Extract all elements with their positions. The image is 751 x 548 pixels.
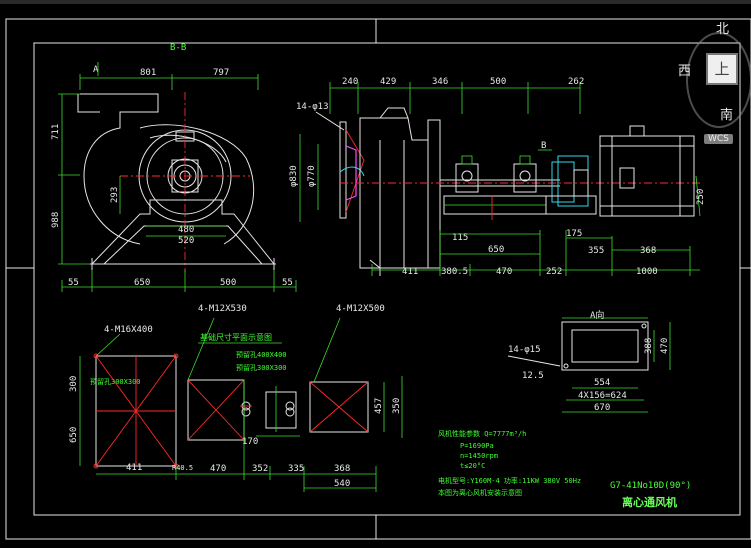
- note-line-2: P=1690Pa: [460, 442, 494, 450]
- dim-base-300: 300: [69, 376, 79, 392]
- label-A-view: A向: [590, 309, 604, 321]
- toolbar-strip: [0, 0, 751, 4]
- dim-base-457: 457: [374, 398, 384, 414]
- dim-side-252: 252: [546, 267, 562, 277]
- note-a: 预留孔400X400: [236, 350, 287, 359]
- dim-side-1000: 1000: [636, 267, 658, 277]
- dim-side-240: 240: [342, 77, 358, 87]
- dim-front-797: 797: [213, 68, 229, 78]
- dim-side-flange-holes: 14-φ13: [296, 102, 329, 112]
- dim-side-830: φ830: [289, 165, 299, 187]
- note-line-1: 风机性能参数 Q=7777m³/h: [438, 429, 526, 438]
- dim-flange-624: 4X156=624: [578, 391, 627, 401]
- compass-south[interactable]: 南: [720, 108, 734, 123]
- dim-base-r: R40.5: [172, 464, 193, 472]
- flange-view: A向 388 470 14-φ15 12.5 554 4X156=624 670: [507, 309, 671, 413]
- dim-side-175: 175: [566, 229, 582, 239]
- dim-front-650: 650: [134, 278, 150, 288]
- viewcube-top-face[interactable]: 上: [706, 53, 738, 85]
- note-b: 预留孔300X300: [236, 363, 287, 372]
- dim-side-650: 650: [488, 245, 504, 255]
- dim-side-429: 429: [380, 77, 396, 87]
- dim-side-470: 470: [496, 267, 512, 277]
- dim-base-170: 170: [242, 437, 258, 447]
- dim-side-380: 380.5: [441, 267, 468, 277]
- dim-base-650: 650: [69, 427, 79, 443]
- viewcube-compass[interactable]: 北 西 南 上 WCS: [668, 14, 751, 154]
- dim-side-250: 250: [696, 189, 706, 205]
- compass-west[interactable]: 西: [678, 64, 692, 79]
- label-foundation: 基础尺寸平面示意图: [200, 332, 272, 342]
- side-view: 240 429 346 500 262 14-φ13 φ830 φ770: [289, 77, 706, 277]
- dim-front-801: 801: [140, 68, 156, 78]
- front-view: B-B A 801 797 711 988 480 520: [51, 43, 297, 292]
- dim-front-293: 293: [110, 187, 120, 203]
- note-line-3: n=1450rpm: [460, 452, 498, 460]
- dim-base-352: 352: [252, 464, 268, 474]
- label-flange-holes: 14-φ15: [508, 345, 541, 355]
- dim-base-540: 540: [334, 479, 350, 489]
- inner-frame: [33, 42, 741, 516]
- dim-flange-554: 554: [594, 378, 610, 388]
- title-name: 离心通风机: [622, 495, 677, 509]
- note-line-5: 电机型号:Y160M-4 功率:11KW 380V 50Hz: [438, 476, 581, 485]
- dim-front-55a: 55: [68, 278, 79, 288]
- dim-front-55b: 55: [282, 278, 293, 288]
- dim-side-355: 355: [588, 246, 604, 256]
- dim-side-411: 411: [402, 267, 418, 277]
- section-label: B-B: [170, 43, 186, 53]
- dim-flange-470: 470: [660, 338, 670, 354]
- dim-base-335: 335: [288, 464, 304, 474]
- dim-front-711: 711: [51, 124, 61, 140]
- dim-front-520: 520: [178, 236, 194, 246]
- label-holes-3: 4-M12X500: [336, 304, 385, 314]
- foundation-plan: 4-M16X400 4-M12X530 4-M12X500 基础尺寸平面示意图 …: [69, 304, 403, 492]
- technical-notes: 风机性能参数 Q=7777m³/h P=1690Pa n=1450rpm t≤2…: [438, 429, 581, 497]
- title-model: G7-41No10D(90°): [610, 481, 691, 491]
- label-holes-1: 4-M16X400: [104, 325, 153, 335]
- dim-base-368: 368: [334, 464, 350, 474]
- wcs-dropdown[interactable]: WCS: [704, 134, 733, 144]
- note-line-4: t≤20°C: [460, 462, 485, 470]
- dim-base-350: 350: [392, 398, 402, 414]
- dim-side-770: φ770: [307, 165, 317, 187]
- dim-side-368: 368: [640, 246, 656, 256]
- label-B: B: [541, 141, 546, 151]
- compass-north[interactable]: 北: [716, 22, 730, 37]
- title-block: G7-41No10D(90°) 离心通风机: [610, 481, 691, 509]
- dim-front-500: 500: [220, 278, 236, 288]
- dim-base-411: 411: [126, 463, 142, 473]
- dim-side-346: 346: [432, 77, 448, 87]
- dim-side-115: 115: [452, 233, 468, 243]
- note-line-6: 本图为离心风机安装示意图: [438, 488, 522, 497]
- dim-side-500: 500: [490, 77, 506, 87]
- dim-flange-388: 388: [644, 338, 654, 354]
- label-holes-2: 4-M12X530: [198, 304, 247, 314]
- outer-frame: [5, 18, 751, 540]
- note-c: 预留孔300X300: [90, 377, 141, 386]
- dim-base-470: 470: [210, 464, 226, 474]
- dim-flange-12: 12.5: [522, 371, 544, 381]
- dim-front-988: 988: [51, 212, 61, 228]
- dim-flange-670: 670: [594, 403, 610, 413]
- dim-side-262: 262: [568, 77, 584, 87]
- dim-front-480: 480: [178, 225, 194, 235]
- label-A: A: [93, 65, 99, 75]
